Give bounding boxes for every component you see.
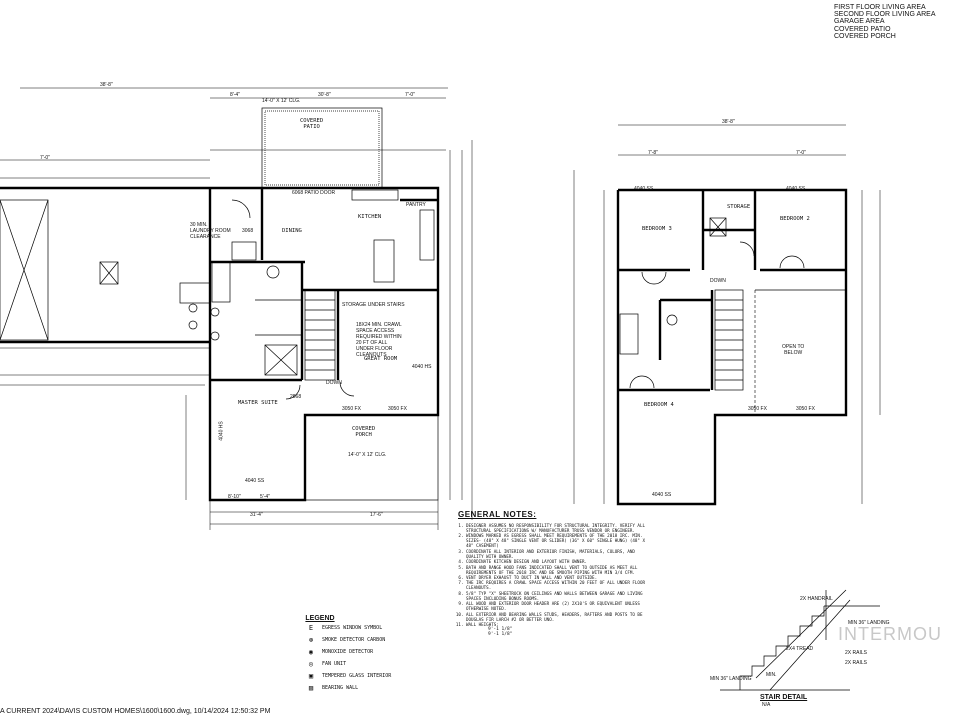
area-summary: FIRST FLOOR LIVING AREA SECOND FLOOR LIV… <box>834 4 936 40</box>
window-label-2: 4040 HS <box>412 364 432 370</box>
dim-second-top-3: 7'-0" <box>796 150 806 156</box>
label-kitchen: KITCHEN <box>358 214 382 220</box>
fan-unit-icon: ◎ <box>308 660 314 668</box>
window-label-4: 3050 FX <box>388 406 407 412</box>
monoxide-detector-icon: ◉ <box>308 648 314 656</box>
note-item: ALL WOOD AND EXTERIOR DOOR HEADER ARE (2… <box>466 601 648 611</box>
door-label-1: 3068 <box>242 228 254 234</box>
file-path-footer: A CURRENT 2024\DAVIS CUSTOM HOMES\1600\1… <box>0 708 271 715</box>
legend-row: ▣ TEMPERED GLASS INTERIOR <box>300 670 460 682</box>
dim-bottom-3: 8'-10" <box>228 494 241 500</box>
label-bedroom4: BEDROOM 4 <box>644 402 674 408</box>
dim-bottom-4: 5'-4" <box>260 494 270 500</box>
note-item: 5/8" TYP "X" SHEETROCK ON CEILINGS AND W… <box>466 591 648 601</box>
window-second-4: 3050 FX <box>748 406 767 412</box>
label-bedroom2: BEDROOM 2 <box>780 216 810 222</box>
note-item: COORDINATE KITCHEN DESIGN AND LAYOUT WIT… <box>466 559 648 564</box>
label-open-below: OPEN TO BELOW <box>782 344 805 356</box>
note-item: WALL HEIGHTS: <box>466 622 648 627</box>
summary-garage: GARAGE AREA <box>834 18 885 26</box>
legend-row: ⊛ SMOKE DETECTOR CARBON <box>300 634 460 646</box>
label-crawl-note: 18X24 MIN. CRAWL SPACE ACCESS REQUIRED W… <box>356 322 402 358</box>
stair-note: 2X RAILS <box>845 660 867 666</box>
legend-row: ◎ FAN UNIT <box>300 658 460 670</box>
dim-top-4: 7'-0" <box>405 92 415 98</box>
stair-note: MIN 36" LANDING <box>710 676 752 682</box>
stair-note: 2X4 TREAD <box>786 646 814 652</box>
label-storage: STORAGE <box>727 204 751 210</box>
summary-porch: COVERED PORCH <box>834 32 896 40</box>
legend-label: TEMPERED GLASS INTERIOR <box>322 673 392 679</box>
label-covered-porch: COVERED PORCH <box>352 426 376 438</box>
legend-label: BEARING WALL <box>322 685 359 691</box>
dim-top-1: 38'-8" <box>100 82 113 88</box>
smoke-detector-icon: ⊛ <box>308 636 314 644</box>
window-second-1: 4040 SS <box>652 492 672 498</box>
label-down-first: DOWN <box>326 380 342 386</box>
dim-bottom-1: 31'-4" <box>250 512 263 518</box>
label-pantry: PANTRY <box>406 202 426 208</box>
legend-row: ◉ MONOXIDE DETECTOR <box>300 646 460 658</box>
note-item: DESIGNER ASSUMES NO RESPONSIBILITY FOR S… <box>466 523 648 533</box>
label-laundry-note: 30 MIN. LAUNDRY ROOM CLEARANCE <box>190 222 231 240</box>
egress-window-icon: E <box>308 624 314 632</box>
note-item: VENT DRYER EXHAUST TO DUCT IN WALL AND V… <box>466 575 648 580</box>
legend-label: FAN UNIT <box>322 661 347 667</box>
note-item: BATH AND RANGE HOOD FANS INDICATED SHALL… <box>466 565 648 575</box>
general-notes: GENERAL NOTES: DESIGNER ASSUMES NO RESPO… <box>458 510 648 710</box>
label-storage-under-stairs: STORAGE UNDER STAIRS <box>342 302 405 308</box>
window-second-5: 3050 FX <box>796 406 815 412</box>
summary-second-floor: SECOND FLOOR LIVING AREA <box>834 11 936 19</box>
stair-detail-title: STAIR DETAIL <box>760 694 808 701</box>
label-patio-door: 6068 PATIO DOOR <box>292 190 336 196</box>
stair-note: 2X RAILS <box>845 650 867 656</box>
dim-second-top-2: 7'-8" <box>648 150 658 156</box>
tempered-glass-icon: ▣ <box>308 672 314 680</box>
window-second-3: 4040 SS <box>786 186 806 192</box>
legend-row: ▨ BEARING WALL <box>300 682 460 694</box>
label-patio-dims: 14'-0" X 12' CLG. <box>262 98 301 104</box>
summary-first-floor: FIRST FLOOR LIVING AREA <box>834 4 926 11</box>
stair-note: MIN 36" LANDING <box>848 620 890 626</box>
door-label-2: 2868 <box>290 394 302 400</box>
legend-title: LEGEND <box>305 615 335 622</box>
note-item: COORDINATE ALL INTERIOR AND EXTERIOR FIN… <box>466 549 648 559</box>
label-porch-dims: 14'-0" X 12' CLG. <box>348 452 387 458</box>
legend-label: MONOXIDE DETECTOR <box>322 649 374 655</box>
wall-height-1: 9'-1 1/8" <box>488 627 513 633</box>
note-item: WINDOWS MARKED AS EGRESS SHALL MEET REQU… <box>466 533 648 548</box>
label-great-room: GREAT ROOM <box>364 356 398 362</box>
dim-second-top-1: 38'-8" <box>722 119 735 125</box>
dim-bottom-2: 17'-6" <box>370 512 383 518</box>
note-item: THE IRC REQUIRES A CRAWL SPACE ACCESS WI… <box>466 580 648 590</box>
legend-label: SMOKE DETECTOR CARBON <box>322 637 386 643</box>
stair-note: 2X HANDRAIL <box>800 596 833 602</box>
window-label-3: 3050 FX <box>342 406 361 412</box>
label-down-second: DOWN <box>710 278 726 284</box>
general-notes-title: GENERAL NOTES: <box>458 510 537 519</box>
window-label-1: 4040 HS <box>218 421 225 441</box>
legend: LEGEND E EGRESS WINDOW SYMBOL ⊛ SMOKE DE… <box>300 615 460 694</box>
general-notes-list: DESIGNER ASSUMES NO RESPONSIBILITY FOR S… <box>458 523 648 627</box>
label-covered-patio: COVERED PATIO <box>300 118 324 130</box>
window-second-2: 4040 SS <box>634 186 654 192</box>
label-bedroom3: BEDROOM 3 <box>642 226 672 232</box>
watermark: INTERMOU <box>838 624 942 644</box>
wall-heights: 9'-1 1/8" 9'-1 1/8" <box>488 627 648 637</box>
stair-detail-subtitle: N/A <box>762 702 771 708</box>
dim-top-3: 8'-4" <box>230 92 240 98</box>
label-dining: DINING <box>282 228 302 234</box>
stair-note: MIN. <box>766 672 777 678</box>
label-master-suite: MASTER SUITE <box>238 400 278 406</box>
note-item: ALL EXTERIOR AND BEARING WALLS STUDS, HE… <box>466 612 648 622</box>
dim-top-5: 7'-0" <box>40 155 50 161</box>
summary-patio: COVERED PATIO <box>834 25 891 33</box>
bearing-wall-icon: ▨ <box>308 684 314 692</box>
wall-height-2: 9'-1 1/8" <box>488 632 513 638</box>
window-label-5: 4040 SS <box>245 478 265 484</box>
legend-label: EGRESS WINDOW SYMBOL <box>322 625 383 631</box>
dim-top-2: 30'-8" <box>318 92 331 98</box>
legend-row: E EGRESS WINDOW SYMBOL <box>300 622 460 634</box>
